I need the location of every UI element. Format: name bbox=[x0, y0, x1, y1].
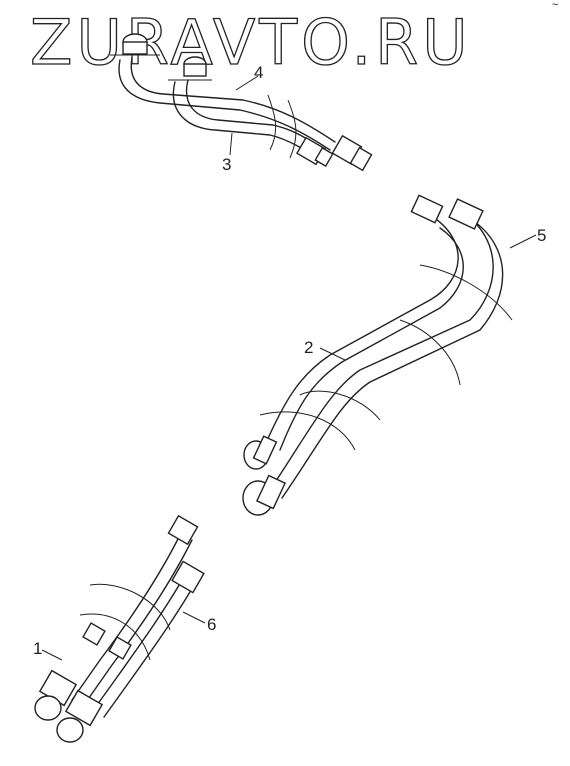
hose-assembly-bottom bbox=[34, 514, 206, 743]
callout-6: 6 bbox=[207, 615, 217, 634]
callout-4: 4 bbox=[254, 63, 264, 82]
watermark-text: ZURAVTO.RU bbox=[30, 6, 472, 74]
hose-assembly-top bbox=[110, 33, 373, 172]
watermark: ZURAVTO.RU bbox=[30, 5, 472, 74]
callout-3: 3 bbox=[222, 155, 232, 174]
hose-assembly-middle bbox=[242, 194, 537, 516]
corner-mark: ~ bbox=[552, 0, 559, 11]
callout-2: 2 bbox=[304, 338, 314, 357]
callout-5: 5 bbox=[537, 226, 547, 245]
callout-1: 1 bbox=[33, 639, 43, 658]
